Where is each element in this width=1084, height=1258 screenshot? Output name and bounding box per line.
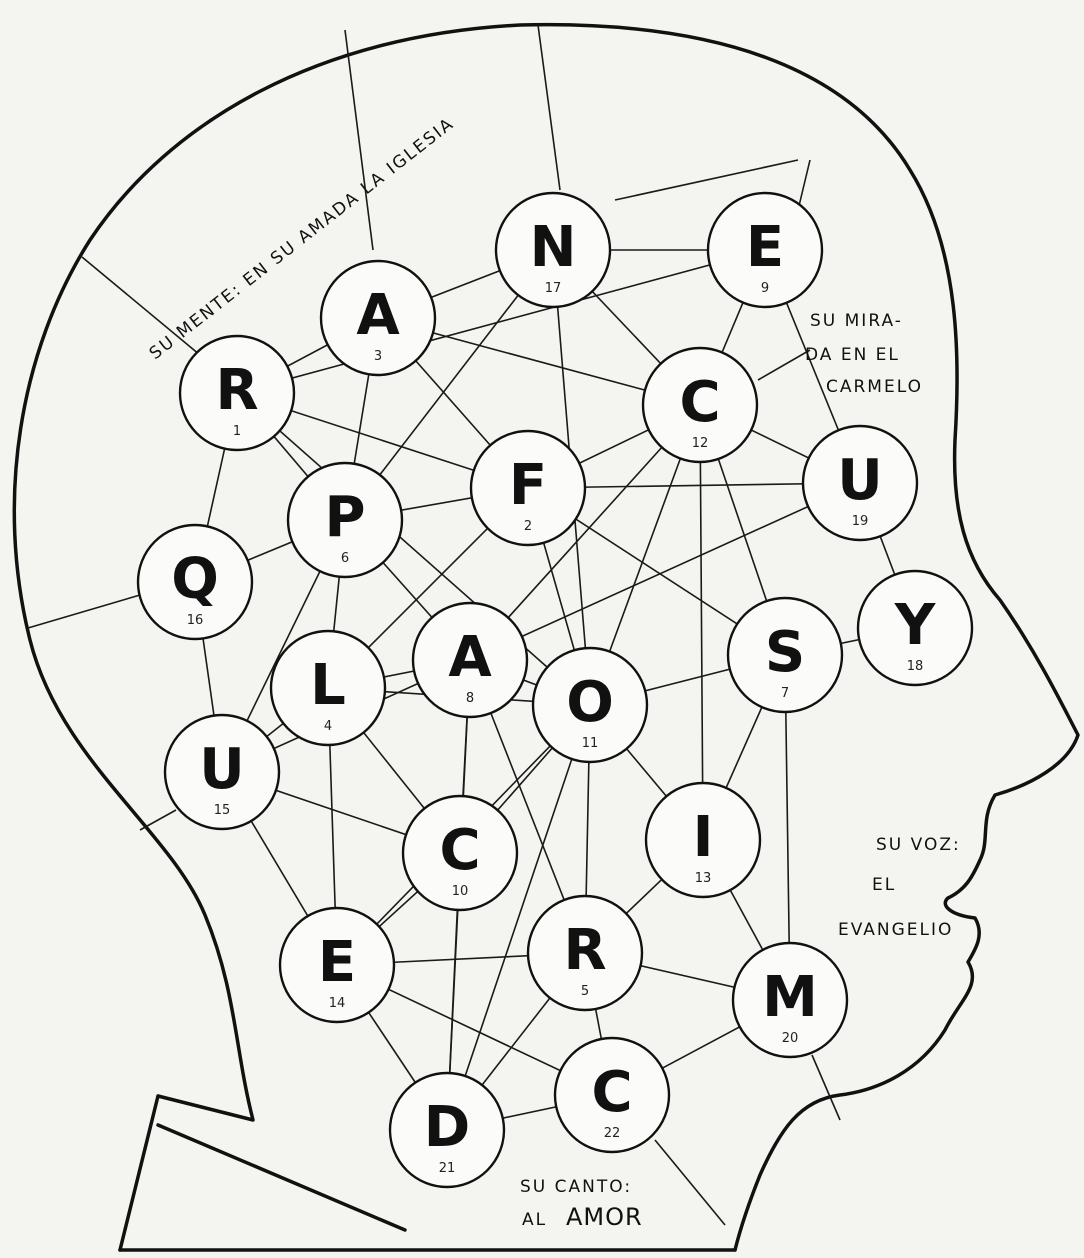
node-r5: R5 — [528, 896, 642, 1010]
node-number: 21 — [439, 1161, 456, 1176]
caption-voice-2: EL — [872, 875, 896, 895]
node-number: 12 — [692, 436, 709, 451]
node-letter: R — [215, 358, 258, 423]
node-l4: L4 — [271, 631, 385, 745]
caption-gaze-1: SU MIRA- — [810, 311, 903, 331]
node-p6: P6 — [288, 463, 402, 577]
node-letter: E — [746, 215, 784, 280]
node-number: 18 — [907, 659, 924, 674]
caption-gaze-3: CARMELO — [826, 377, 923, 397]
node-number: 9 — [761, 281, 769, 296]
node-number: 10 — [452, 884, 469, 899]
node-i13: I13 — [646, 783, 760, 897]
caption-voice-3: EVANGELIO — [838, 920, 953, 940]
node-letter: C — [679, 370, 720, 435]
node-number: 19 — [852, 514, 869, 529]
node-c10: C10 — [403, 796, 517, 910]
node-q16: Q16 — [138, 525, 252, 639]
node-letter: U — [837, 448, 882, 513]
node-number: 3 — [374, 349, 382, 364]
node-letter: C — [591, 1060, 632, 1125]
node-number: 2 — [524, 519, 532, 534]
caption-gaze-2: DA EN EL — [805, 345, 900, 365]
node-o11: O11 — [533, 648, 647, 762]
node-number: 22 — [604, 1126, 621, 1141]
node-e9: E9 — [708, 193, 822, 307]
node-letter: D — [424, 1095, 470, 1160]
node-number: 20 — [782, 1031, 799, 1046]
caption-song-1: SU CANTO: — [520, 1177, 632, 1197]
node-letter: Q — [171, 547, 219, 612]
node-e14: E14 — [280, 908, 394, 1022]
node-letter: P — [324, 485, 365, 550]
node-letter: I — [693, 805, 714, 870]
node-d21: D21 — [390, 1073, 504, 1187]
node-number: 17 — [545, 281, 562, 296]
collar-line — [158, 1125, 405, 1230]
node-s7: S7 — [728, 598, 842, 712]
node-number: 15 — [214, 803, 231, 818]
node-letter: R — [563, 918, 606, 983]
node-r1: R1 — [180, 336, 294, 450]
node-number: 16 — [187, 613, 204, 628]
node-letter: E — [318, 930, 356, 995]
node-number: 6 — [341, 551, 349, 566]
node-n17: N17 — [496, 193, 610, 307]
node-letter: F — [509, 453, 547, 518]
node-c12: C12 — [643, 348, 757, 462]
node-letter: O — [566, 670, 614, 735]
node-letter: U — [199, 737, 244, 802]
node-a3: A3 — [321, 261, 435, 375]
node-y18: Y18 — [858, 571, 972, 685]
node-number: 11 — [582, 736, 599, 751]
node-u15: U15 — [165, 715, 279, 829]
node-letter: C — [439, 818, 480, 883]
node-number: 1 — [233, 424, 241, 439]
node-number: 14 — [329, 996, 346, 1011]
node-letter: A — [356, 283, 400, 348]
node-number: 7 — [781, 686, 789, 701]
node-m20: M20 — [733, 943, 847, 1057]
node-letter: N — [530, 215, 577, 280]
node-a8: A8 — [413, 603, 527, 717]
edge-c12-i13 — [700, 405, 703, 840]
node-number: 13 — [695, 871, 712, 886]
node-letter: L — [310, 653, 346, 718]
shoulder-line — [120, 1096, 158, 1250]
node-c22: C22 — [555, 1038, 669, 1152]
node-number: 8 — [466, 691, 474, 706]
node-f2: F2 — [471, 431, 585, 545]
node-letter: Y — [894, 593, 937, 658]
caption-voice-1: SU VOZ: — [876, 835, 961, 855]
node-u19: U19 — [803, 426, 917, 540]
node-number: 4 — [324, 719, 332, 734]
node-number: 5 — [581, 984, 589, 999]
node-letter: S — [765, 620, 805, 685]
node-letter: M — [762, 965, 818, 1030]
node-letter: A — [448, 625, 492, 690]
caption-song-3: AMOR — [566, 1203, 643, 1231]
caption-song-2: AL — [522, 1210, 547, 1230]
